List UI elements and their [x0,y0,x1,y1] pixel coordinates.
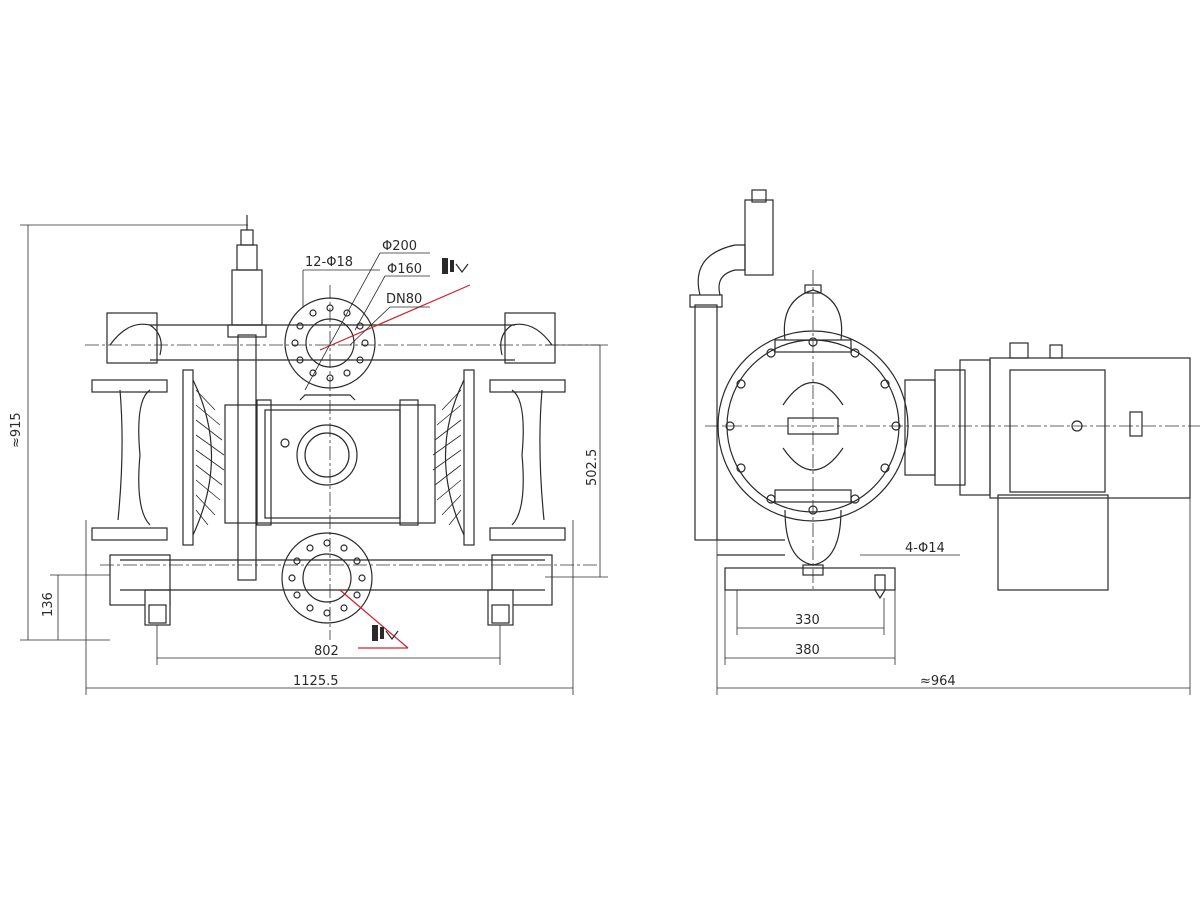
callout-port: DN80 [386,292,422,307]
svg-text:502.5: 502.5 [585,449,600,486]
outlet-leader [319,284,471,351]
dim-bolt-span: 802 [156,625,501,665]
outlet-flange [284,297,376,389]
side-view: 4-Φ14 330 380 ≈964 [689,189,1200,695]
inlet-flange [281,532,373,624]
svg-text:802: 802 [314,644,339,659]
front-view: 12-Φ18 Φ200 Φ160 DN80 ≈915 136 [9,215,608,695]
dim-overall-width: 1125.5 [85,520,574,695]
inlet-flow-icon [372,625,399,641]
side-discharge-pipe [689,189,785,556]
dim-overall-length: ≈964 [716,498,1191,695]
inlet-leader [339,589,409,649]
side-inlet-valve [784,509,842,576]
dim-base-height: 136 [41,574,110,640]
vertical-breather-pipe [227,215,267,581]
right-diaphragm [432,369,475,546]
callout-flange-od: Φ200 [382,239,417,254]
callout-anchor-holes: 4-Φ14 [905,541,945,556]
dim-center-height: 502.5 [545,344,608,578]
callout-bolt-circle: Φ160 [387,262,422,277]
dim-overall-height: ≈915 [9,224,248,641]
side-outlet-valve [783,284,843,341]
center-drive-housing [224,394,436,526]
dim-base-width: 380 [724,590,896,665]
side-pump-housing [717,330,909,522]
svg-text:1125.5: 1125.5 [293,674,339,689]
svg-text:380: 380 [795,643,820,658]
svg-text:330: 330 [795,613,820,628]
side-base-frame [724,567,896,591]
side-motor [904,342,1191,591]
callout-bolts: 12-Φ18 [305,255,353,270]
anchor-bolt [874,574,886,600]
left-diaphragm [182,369,225,546]
outlet-flow-icon [442,258,469,274]
svg-text:≈964: ≈964 [920,674,956,689]
dim-anchor-span: 330 [736,590,885,635]
svg-text:≈915: ≈915 [9,412,24,448]
svg-text:136: 136 [41,592,56,617]
